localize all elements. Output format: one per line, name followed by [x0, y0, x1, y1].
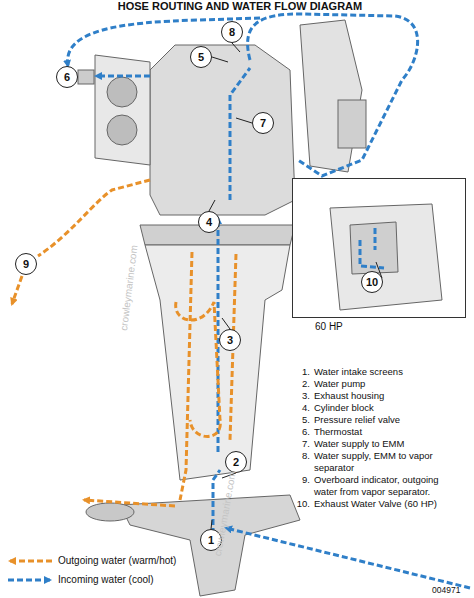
callout-text: 10 — [366, 276, 378, 288]
list-number: 6. — [288, 426, 310, 438]
leader-line — [232, 43, 240, 52]
callout-text: 2 — [233, 456, 239, 468]
exhaust-water-path — [180, 252, 192, 500]
list-item: Thermostat — [314, 426, 464, 438]
exhaust-water-loop — [176, 302, 221, 437]
watermark: crowleymarine.com — [118, 245, 140, 332]
callout-number: 10 — [361, 271, 383, 293]
list-number: 4. — [288, 402, 310, 414]
list-number: 10. — [288, 498, 310, 510]
callout-number: 7 — [252, 112, 274, 134]
legend-text: Outgoing water (warm/hot) — [58, 555, 176, 567]
list-item: Water intake screens — [314, 366, 464, 378]
callout-number: 4 — [198, 211, 220, 233]
list-item: Pressure relief valve — [314, 414, 464, 426]
inset-box: 60 HP10 — [292, 178, 466, 318]
propeller-hub — [86, 503, 134, 521]
list-item: Exhaust Water Valve (60 HP) — [314, 498, 464, 510]
list-item: Water pump — [314, 378, 464, 390]
callout-text: 5 — [198, 51, 204, 63]
leader-line — [236, 118, 252, 123]
callout-text: 3 — [227, 334, 233, 346]
callout-text: 8 — [229, 26, 235, 38]
emm-module — [338, 100, 366, 148]
callout-number: 5 — [190, 46, 212, 68]
list-number: 5. — [288, 414, 310, 426]
leader-line — [211, 520, 212, 529]
legend-sample-blue — [8, 579, 50, 582]
list-number: 7. — [288, 438, 310, 450]
leader-line — [209, 200, 215, 211]
callout-number: 2 — [225, 451, 247, 473]
leader-line — [222, 318, 230, 329]
inset-water-path — [360, 228, 384, 268]
exhaust-outflow — [84, 500, 175, 506]
list-item: Overboard indicator, outgoing water from… — [314, 474, 464, 498]
callout-number: 3 — [219, 329, 241, 351]
overboard-flow — [12, 276, 22, 304]
callout-number: 8 — [221, 21, 243, 43]
cylinder-port — [107, 77, 137, 107]
emm-supply-hose — [248, 14, 418, 176]
thermostat-housing — [78, 70, 94, 84]
inset-caption: 60 HP — [315, 321, 343, 332]
list-item: Cylinder block — [314, 402, 464, 414]
inset-background — [292, 178, 466, 318]
inset-housing — [330, 204, 442, 310]
leader-line — [212, 57, 228, 62]
list-number: 1. — [288, 366, 310, 378]
callout-text: 7 — [260, 117, 266, 129]
intake-flow — [226, 528, 470, 588]
callout-text: 4 — [206, 216, 212, 228]
list-item: Exhaust housing — [314, 390, 464, 402]
cylinder-block — [150, 45, 295, 215]
head-water-passage — [96, 75, 150, 78]
figure-number: 004971 — [432, 584, 460, 596]
callout-text: 6 — [64, 71, 70, 83]
legend-sample-orange — [10, 560, 52, 563]
list-number: 3. — [288, 390, 310, 402]
list-item: Water supply to EMM — [314, 438, 464, 450]
cylinder-port — [107, 115, 137, 145]
thermostat-hose — [68, 18, 260, 66]
mount-bracket — [300, 20, 362, 172]
list-number: 9. — [288, 474, 310, 486]
list-item: Water supply, EMM to vapor separator — [314, 450, 464, 474]
callout-number: 9 — [15, 253, 37, 275]
diagram-title: HOSE ROUTING AND WATER FLOW DIAGRAM — [60, 0, 420, 12]
list-number: 2. — [288, 378, 310, 390]
inset-valve — [350, 222, 398, 274]
cylinder-head — [95, 55, 150, 165]
callout-number: 6 — [56, 66, 78, 88]
callout-text: 9 — [23, 258, 29, 270]
list-number: 8. — [288, 450, 310, 462]
legend-text: Incoming water (cool) — [58, 574, 154, 586]
block-water-passage — [230, 68, 250, 200]
